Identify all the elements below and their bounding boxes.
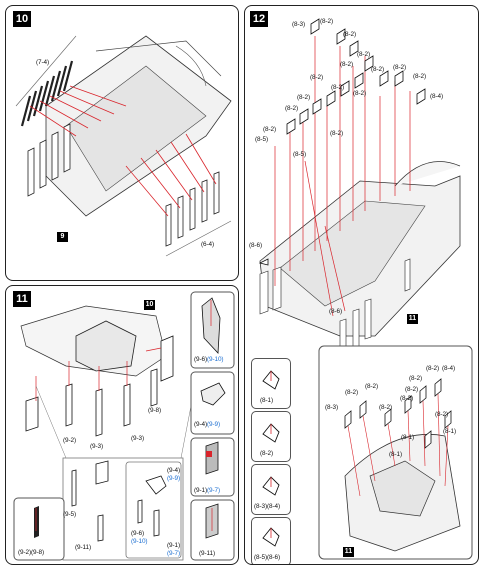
step-number: 12	[250, 11, 268, 27]
callout: (8-2)	[310, 74, 323, 81]
callout: (8-3)	[292, 21, 305, 28]
caption: (8-5)(8-6)	[254, 554, 280, 561]
callout: (8-6)	[329, 308, 342, 315]
callout-7-4: (7-4)	[36, 59, 49, 66]
callout: (8-4)	[430, 93, 443, 100]
step-number: 11	[13, 291, 31, 307]
step-11-panel: 11	[5, 285, 239, 565]
callout: (9-9)	[167, 475, 180, 482]
callout: (8-2)	[330, 130, 343, 137]
callout: (9-3)	[90, 443, 103, 450]
inset-callout: (8-2)	[435, 411, 448, 418]
inset-callout: (8-1)	[401, 434, 414, 441]
detail-caption: (9-4)(9-9)	[194, 421, 220, 428]
detail-8-1: (8-1)	[251, 358, 291, 409]
part-label-alt: (9-9)	[207, 421, 220, 428]
inset-callout: (8-2)	[379, 404, 392, 411]
inset-callout: (8-2)	[405, 386, 418, 393]
inset-callout: (8-1)	[443, 428, 456, 435]
detail-8-2: (8-2)	[251, 411, 291, 462]
step-number: 10	[13, 11, 31, 27]
bottom-left-caption: (9-2)(9-8)	[18, 549, 44, 556]
callout: (9-4)	[167, 467, 180, 474]
inset-callout: (8-1)	[389, 451, 402, 458]
callout: (9-10)	[131, 538, 148, 545]
callout: (8-2)	[371, 66, 384, 73]
part-label: (9-11)	[199, 550, 215, 557]
apse-illustration	[13, 291, 235, 561]
callout: (8-2)	[353, 90, 366, 97]
part-label: (9-4)	[194, 421, 207, 428]
caption: (8-2)	[260, 450, 273, 457]
callout: (8-2)	[413, 73, 426, 80]
callout: (8-2)	[393, 64, 406, 71]
part-label-alt: (9-7)	[207, 487, 220, 494]
callout: (9-8)	[148, 407, 161, 414]
inset-callout: (8-2)	[426, 365, 439, 372]
part-label-alt: (9-10)	[207, 356, 224, 363]
detail-caption: (9-11)	[199, 550, 215, 557]
callout: (8-5)	[255, 136, 268, 143]
detail-caption: (9-6)(9-10)	[194, 356, 224, 363]
callout: (8-6)	[249, 242, 262, 249]
callout: (9-2)	[63, 437, 76, 444]
detail-8-3-8-4: (8-3)(8-4)	[251, 464, 291, 515]
callout: (9-6)	[131, 530, 144, 537]
step-10-panel: 10	[5, 5, 239, 281]
callout: (8-2)	[263, 126, 276, 133]
callout: (9-5)	[63, 511, 76, 518]
inset-callout: (8-2)	[409, 375, 422, 382]
callout: (8-2)	[343, 31, 356, 38]
nave-illustration	[15, 35, 232, 257]
callout: (9-11)	[75, 544, 91, 551]
callout: (8-2)	[357, 51, 370, 58]
callout: (9-3)	[131, 435, 144, 442]
detail-caption: (9-1)(9-7)	[194, 487, 220, 494]
callout: (9-1)	[167, 542, 180, 549]
callout: (8-2)	[297, 94, 310, 101]
inset-callout: (8-2)	[400, 395, 413, 402]
base-badge: 9	[57, 232, 68, 242]
inset-callout: (8-2)	[365, 383, 378, 390]
callout: (8-2)	[340, 61, 353, 68]
caption: (8-1)	[260, 397, 273, 404]
callout: (8-2)	[285, 105, 298, 112]
base-badge: 10	[144, 300, 155, 310]
inset-badge: 11	[343, 547, 354, 557]
inset-callout: (8-3)	[325, 404, 338, 411]
inset-callout: (8-4)	[442, 365, 455, 372]
part-label: (9-6)	[194, 356, 207, 363]
roof-assembly-illustration	[258, 18, 473, 560]
callout: (8-2)	[320, 18, 333, 25]
detail-8-5-8-6: (8-5)(8-6)	[251, 517, 291, 564]
callout-6-4: (6-4)	[201, 241, 214, 248]
part-label: (9-1)	[194, 487, 207, 494]
base-badge: 11	[407, 314, 418, 324]
caption: (8-3)(8-4)	[254, 503, 280, 510]
callout: (8-5)	[293, 151, 306, 158]
step-12-panel: 12	[244, 5, 479, 565]
callout: (8-2)	[331, 84, 344, 91]
inset-callout: (8-2)	[345, 389, 358, 396]
callout: (9-7)	[167, 550, 180, 557]
